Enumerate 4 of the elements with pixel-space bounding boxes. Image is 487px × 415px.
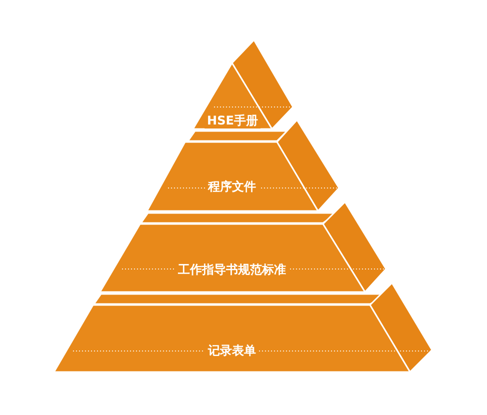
tier-label: HSE手册	[204, 114, 261, 128]
tier-label: 工作指导书规范标准	[175, 262, 289, 278]
tier-label: 程序文件	[204, 180, 259, 194]
tier-label: 记录表单	[204, 344, 259, 358]
